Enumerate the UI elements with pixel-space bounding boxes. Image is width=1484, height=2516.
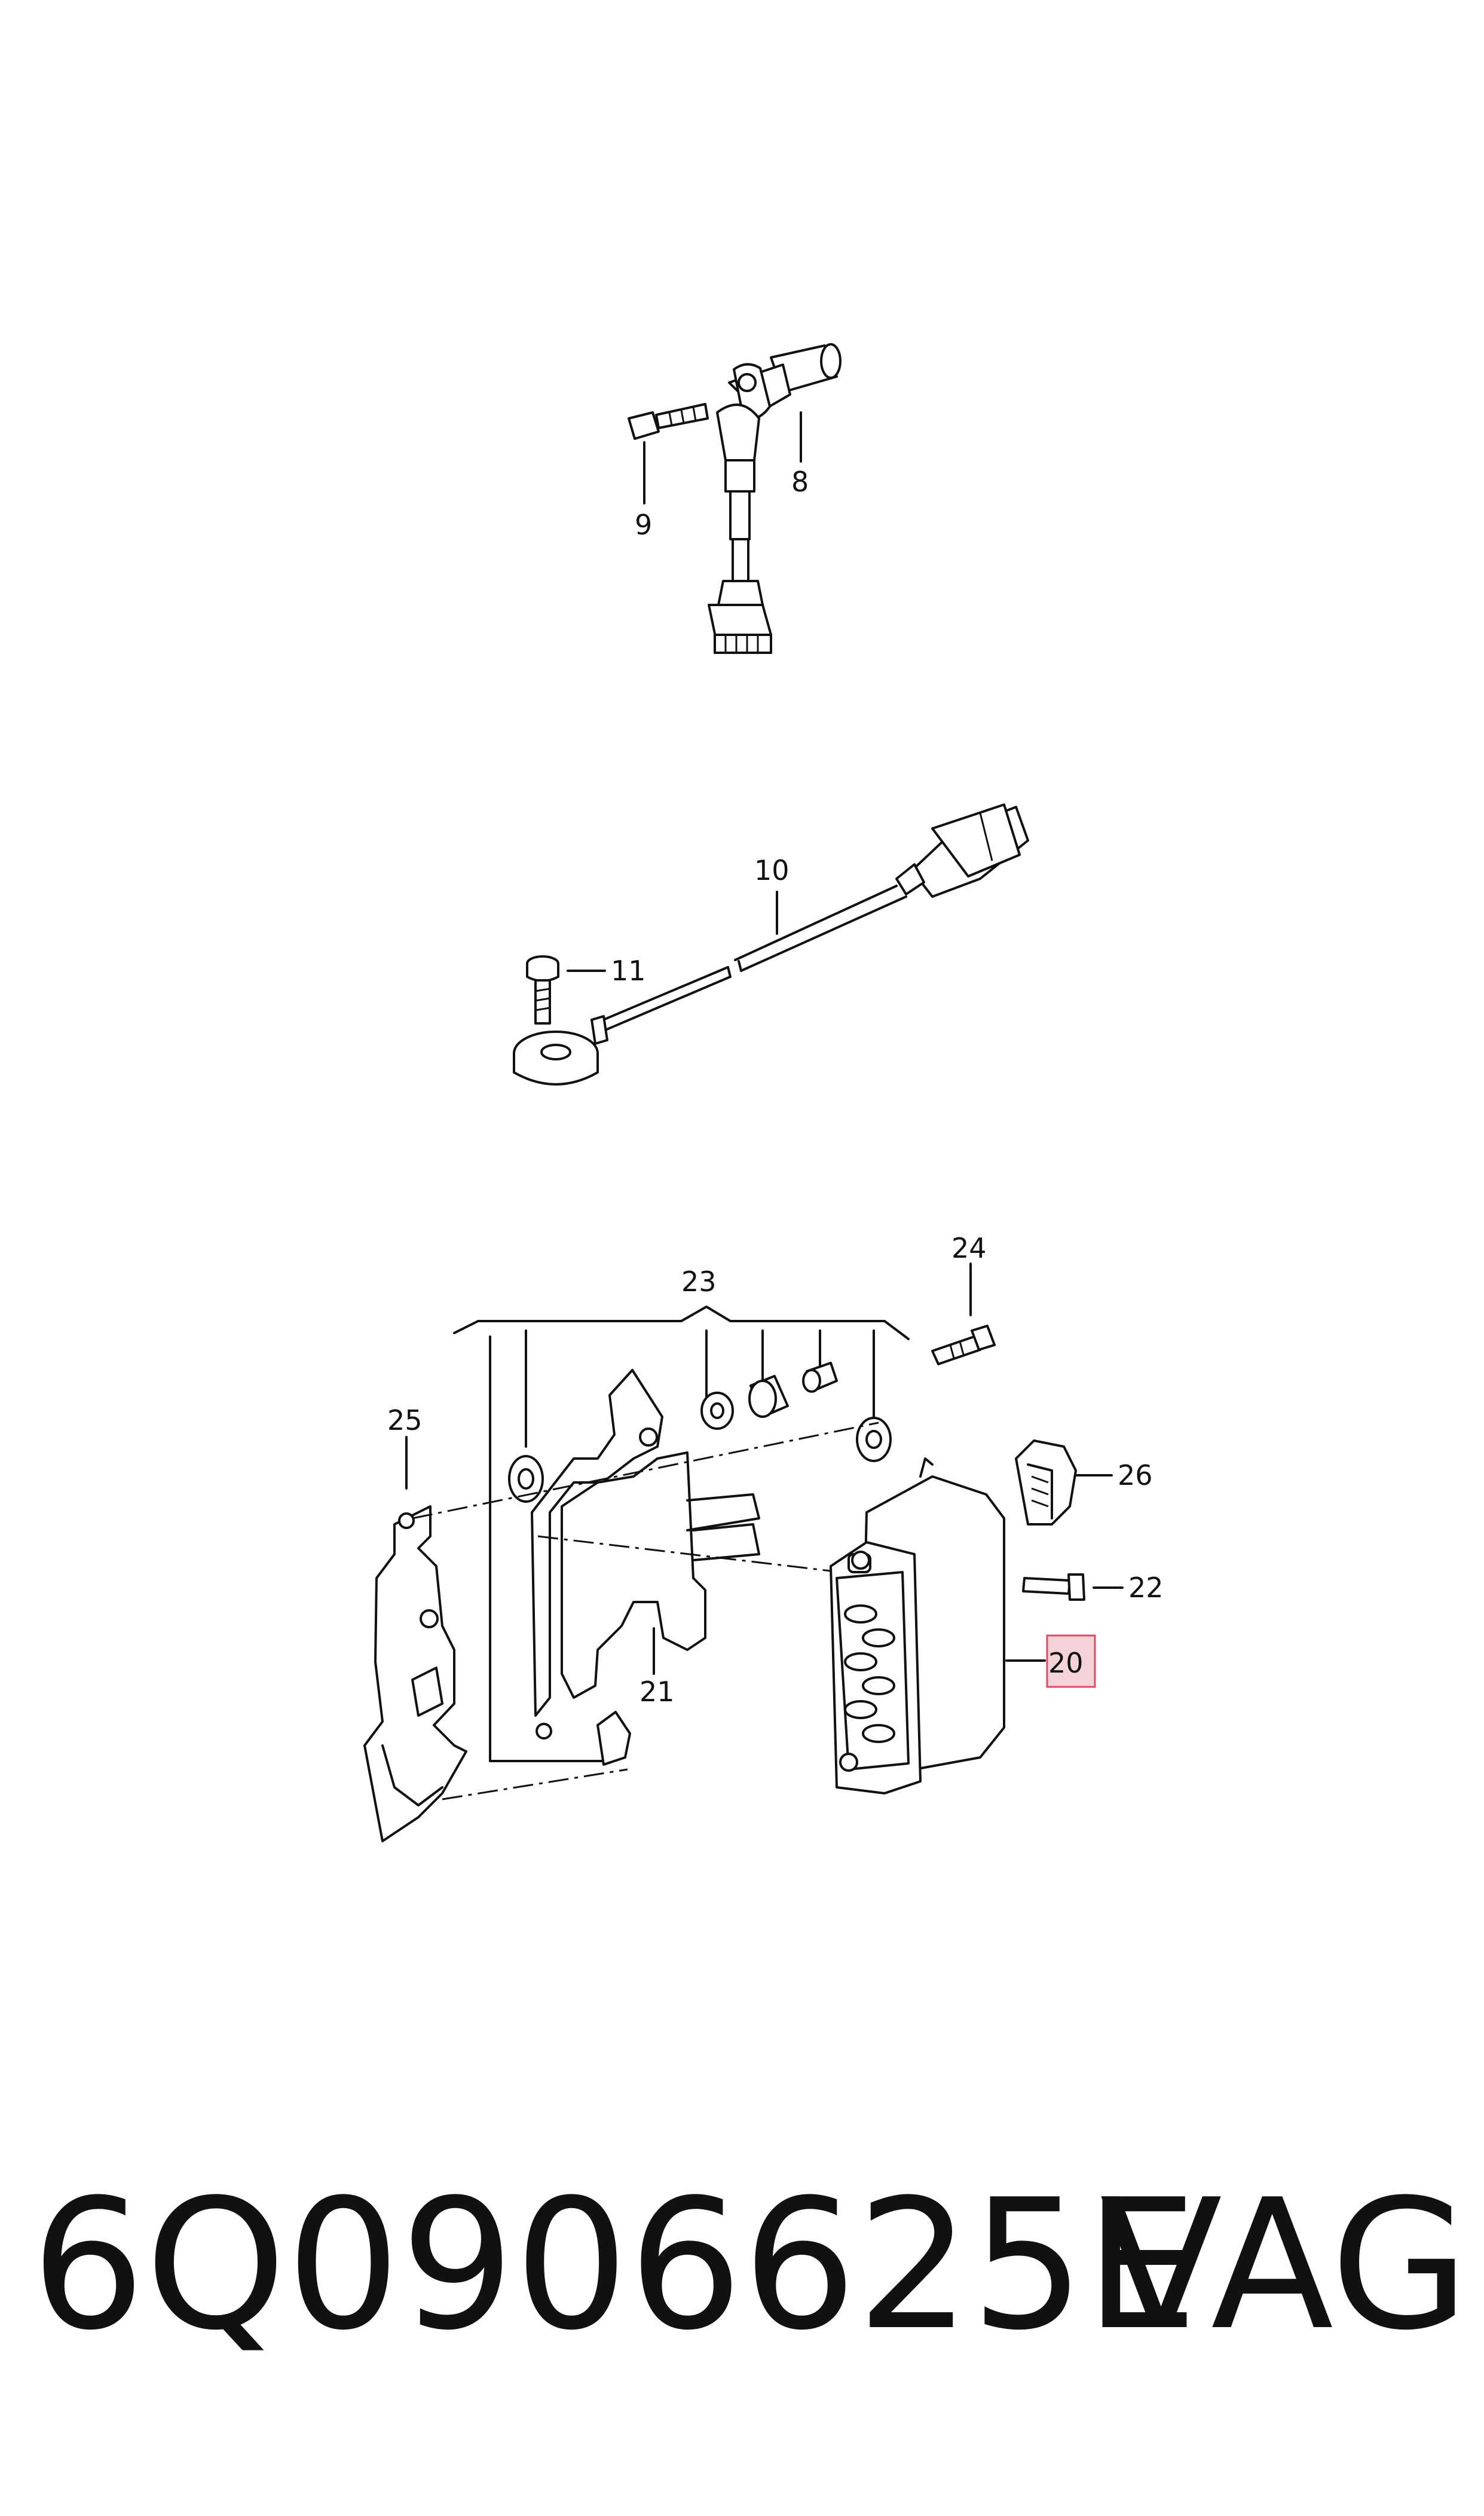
- callout-10: 10: [754, 854, 790, 886]
- callout-21: 21: [640, 1676, 675, 1708]
- bracket-25-part: [363, 1505, 467, 1842]
- bolt-22-part: [1022, 1573, 1085, 1601]
- callout-9: 9: [635, 509, 652, 541]
- connector-26-part: [1015, 1439, 1077, 1526]
- callout-24: 24: [951, 1232, 987, 1264]
- sensor-assembly-top: 9 8: [628, 343, 842, 654]
- bolt-9-part: [628, 403, 709, 440]
- callout-20: 20: [1048, 1647, 1084, 1679]
- callout-8: 8: [791, 466, 809, 498]
- brand-label: VAG: [1100, 2161, 1470, 2370]
- bolt-11-part: [526, 955, 559, 1025]
- callout-20-highlight: [1046, 1634, 1096, 1688]
- knock-sensor-assembly: 10 11: [513, 803, 1029, 1086]
- callout-11: 11: [611, 955, 646, 987]
- bolt-24-part: [931, 1325, 996, 1365]
- callout-22: 22: [1128, 1572, 1164, 1604]
- callout-25: 25: [387, 1404, 423, 1436]
- knock-sensor-10-part: [513, 803, 1029, 1086]
- part-number: 6Q0906625E: [31, 2161, 1198, 2370]
- crank-sensor-8-part: [708, 343, 842, 654]
- bracket-21-part: [531, 1369, 760, 1766]
- footer: 6Q0906625E VAG: [0, 2176, 1484, 2355]
- control-unit-assembly: 23 24: [363, 1232, 1164, 1842]
- grommet-parts: [508, 1362, 892, 1503]
- callout-26: 26: [1118, 1459, 1153, 1491]
- control-unit-20-part: [830, 1457, 1005, 1794]
- callout-23: 23: [681, 1265, 717, 1298]
